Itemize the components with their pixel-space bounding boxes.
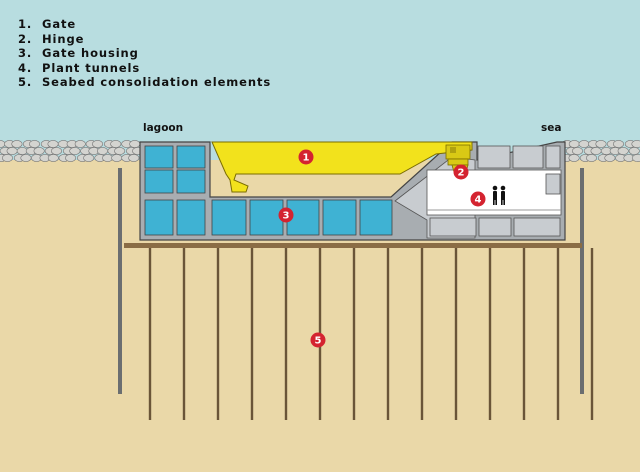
foundation-slab <box>124 243 582 248</box>
lagoon-water <box>0 0 640 160</box>
marker-2: 2 <box>453 164 469 180</box>
consolidation-pile <box>352 248 356 420</box>
marker-text: 1 <box>303 153 310 164</box>
consolidation-pile <box>420 248 424 420</box>
ballast-chamber <box>144 169 174 194</box>
gallery-block <box>545 145 561 169</box>
consolidation-pile <box>590 248 594 420</box>
legend-item-plant-tunnels: 4. Plant tunnels <box>18 60 141 75</box>
marker-text: 5 <box>315 336 322 347</box>
consolidation-pile <box>386 248 390 420</box>
lagoon-label: lagoon <box>143 122 184 134</box>
consolidation-pile <box>284 248 288 420</box>
gallery-block <box>477 145 511 169</box>
consolidation-pile <box>182 248 186 420</box>
consolidation-pile <box>556 248 560 420</box>
marker-4: 4 <box>470 191 486 207</box>
marker-3: 3 <box>278 207 294 223</box>
ballast-chamber <box>249 199 284 236</box>
gallery-block <box>513 217 561 237</box>
gallery-block <box>512 145 544 169</box>
number-markers: 1 2 3 4 5 <box>278 149 486 348</box>
gate <box>211 141 473 193</box>
legend: 1. Gate 2. Hinge 3. Gate housing 4. Plan… <box>18 17 271 90</box>
sheet-pile-right <box>580 168 584 394</box>
gallery-block <box>429 217 477 237</box>
marker-5: 5 <box>310 332 326 348</box>
consolidation-pile <box>522 248 526 420</box>
ballast-chamber <box>176 169 206 194</box>
consolidation-pile <box>148 248 152 420</box>
marker-text: 3 <box>283 211 290 222</box>
ballast-chamber <box>144 145 174 169</box>
ballast-chambers <box>144 145 393 236</box>
sea-label: sea <box>541 122 562 134</box>
legend-item-seabed-consolidation: 5. Seabed consolidation elements <box>18 75 272 89</box>
consolidation-pile <box>488 248 492 420</box>
ballast-chamber <box>176 199 206 236</box>
gallery-block <box>478 217 512 237</box>
ballast-chamber <box>322 199 357 236</box>
ballast-chamber <box>359 199 393 236</box>
ballast-chamber <box>144 199 174 236</box>
legend-item-gate-housing: 3. Gate housing <box>18 46 139 60</box>
consolidation-pile <box>250 248 254 420</box>
marker-text: 4 <box>475 195 482 206</box>
legend-item-gate: 1. Gate <box>18 17 77 31</box>
gallery-block <box>545 173 561 195</box>
legend-item-hinge: 2. Hinge <box>18 31 85 46</box>
ballast-chamber <box>211 199 247 236</box>
service-galleries <box>429 145 561 237</box>
ballast-chamber <box>176 145 206 169</box>
consolidation-pile <box>216 248 220 420</box>
rock-embankment-right <box>560 140 640 162</box>
consolidation-pile <box>454 248 458 420</box>
rock-embankment-left <box>0 140 144 162</box>
people-figures <box>492 185 506 205</box>
sheet-pile-left <box>118 168 122 394</box>
marker-text: 2 <box>458 168 465 179</box>
marker-1: 1 <box>298 149 314 165</box>
